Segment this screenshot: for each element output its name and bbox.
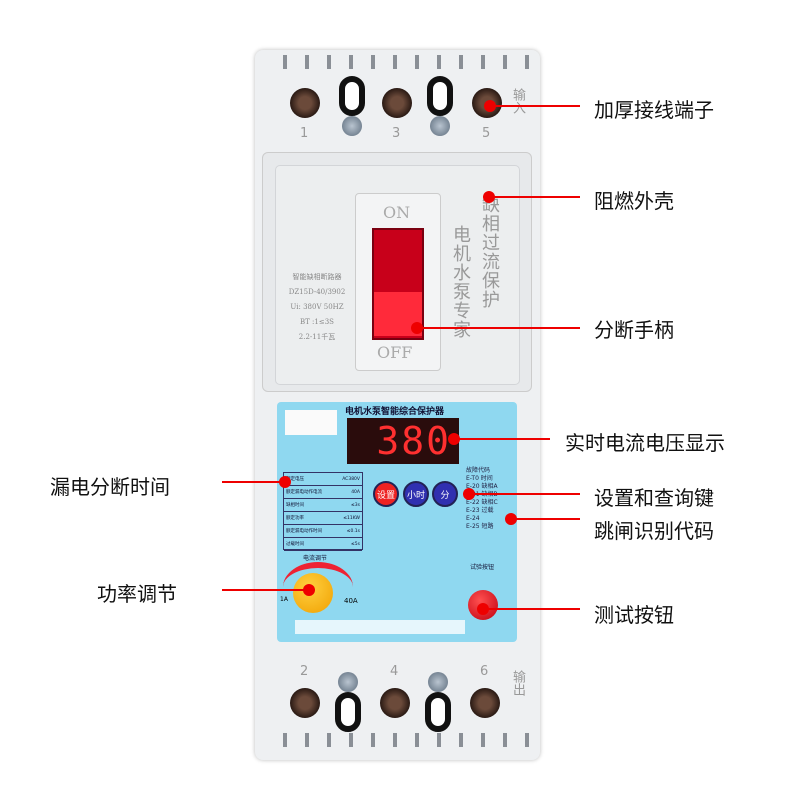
model-line: Ui: 380V 50HZ bbox=[290, 303, 344, 311]
wire-hole bbox=[335, 692, 361, 732]
callout-leak: 漏电分断时间 bbox=[50, 475, 170, 499]
callout-dot bbox=[303, 584, 315, 596]
callout-line bbox=[222, 481, 284, 483]
terminal-label: 5 bbox=[482, 126, 491, 141]
code-item: E-23 过载 bbox=[466, 507, 494, 514]
codes-title: 故障代码 bbox=[466, 467, 491, 474]
spec-key: 过载时间 bbox=[286, 542, 304, 547]
callout-buttons: 设置和查询键 bbox=[594, 486, 714, 510]
screw-icon bbox=[338, 672, 358, 692]
code-item: E-25 短路 bbox=[466, 523, 494, 530]
callout-line bbox=[511, 518, 580, 520]
callout-codes: 跳闸识别代码 bbox=[594, 519, 714, 543]
on-label: ON bbox=[383, 203, 411, 222]
callout-line bbox=[454, 438, 550, 440]
dial-label: 电流调节 bbox=[303, 555, 328, 562]
screw-icon bbox=[428, 672, 448, 692]
terminal-6 bbox=[470, 688, 500, 718]
model-line: 2.2-11千瓦 bbox=[298, 333, 336, 341]
test-label: 试验按钮 bbox=[470, 564, 495, 571]
off-label: OFF bbox=[377, 343, 413, 362]
callout-test: 测试按钮 bbox=[594, 603, 674, 627]
model-line: BT :1≤3S bbox=[300, 318, 334, 326]
spec-value: ≤3s bbox=[351, 502, 360, 508]
callout-line bbox=[490, 105, 580, 107]
minute-button[interactable]: 分 bbox=[432, 481, 458, 507]
terminal-label: 1 bbox=[300, 126, 309, 141]
code-item: E-20 缺相A bbox=[466, 483, 498, 490]
wire-hole bbox=[427, 76, 453, 116]
wire-hole bbox=[339, 76, 365, 116]
callout-display: 实时电流电压显示 bbox=[565, 431, 725, 455]
dial-max: 40A bbox=[344, 597, 358, 605]
spec-key: 额定电压 bbox=[286, 477, 304, 482]
callout-dot bbox=[279, 476, 291, 488]
spec-row: 额定功率 ≤11KW bbox=[284, 512, 362, 525]
callout-handle: 分断手柄 bbox=[594, 318, 674, 342]
blank-label bbox=[285, 410, 337, 435]
set-button[interactable]: 设置 bbox=[373, 481, 399, 507]
dial-scale bbox=[283, 562, 353, 612]
model-line: 智能缺相断路器 bbox=[292, 273, 342, 281]
panel-title: 电机水泵智能综合保护器 bbox=[345, 407, 445, 417]
vertical-text-left: 电机水泵专家 bbox=[450, 225, 471, 339]
spec-key: 额定漏电动作时间 bbox=[286, 529, 322, 534]
spec-table: 额定电压 AC380V 额定漏电动作电流 40A 缺相时间 ≤3s 额定功率 ≤11KW… bbox=[283, 472, 363, 551]
terminal-label: 4 bbox=[390, 664, 399, 679]
wire-hole bbox=[425, 692, 451, 732]
spec-key: 额定漏电动作电流 bbox=[286, 490, 322, 495]
output-label: 输出 bbox=[510, 670, 525, 696]
callout-line bbox=[489, 196, 580, 198]
spec-row: 额定电压 AC380V bbox=[284, 473, 362, 486]
screw-icon bbox=[342, 116, 362, 136]
spec-row: 缺相时间 ≤3s bbox=[284, 499, 362, 512]
callout-shell: 阻燃外壳 bbox=[594, 189, 674, 213]
code-item: E-T0 时间 bbox=[466, 475, 493, 482]
led-display: 380 bbox=[347, 418, 459, 464]
input-label: 输入 bbox=[510, 88, 525, 114]
terminal-3 bbox=[382, 88, 412, 118]
terminal-2 bbox=[290, 688, 320, 718]
dial-min: 1A bbox=[280, 596, 288, 603]
spec-value: AC380V bbox=[342, 476, 360, 482]
callout-line bbox=[222, 589, 308, 591]
blank-strip bbox=[295, 620, 465, 634]
terminal-4 bbox=[380, 688, 410, 718]
spec-value: ≤5s bbox=[351, 541, 360, 547]
callout-line bbox=[469, 493, 580, 495]
terminal-1 bbox=[290, 88, 320, 118]
vertical-text-right: 缺相过流保护 bbox=[479, 195, 500, 309]
terminal-label: 6 bbox=[480, 664, 489, 679]
spec-row: 额定漏电动作时间 ≤0.1s bbox=[284, 525, 362, 538]
spec-row: 额定漏电动作电流 40A bbox=[284, 486, 362, 499]
bottom-vents bbox=[265, 733, 530, 747]
spec-value: 40A bbox=[351, 489, 360, 495]
callout-terminal: 加厚接线端子 bbox=[594, 98, 714, 122]
spec-key: 缺相时间 bbox=[286, 503, 304, 508]
model-line: DZ15D-40/3902 bbox=[288, 288, 346, 296]
model-info: 智能缺相断路器 DZ15D-40/3902 Ui: 380V 50HZ BT :… bbox=[282, 270, 352, 345]
callout-line bbox=[417, 327, 580, 329]
hour-button[interactable]: 小时 bbox=[403, 481, 429, 507]
screw-icon bbox=[430, 116, 450, 136]
callout-line bbox=[483, 608, 580, 610]
callout-power: 功率调节 bbox=[97, 582, 177, 606]
terminal-label: 3 bbox=[392, 126, 401, 141]
spec-value: ≤11KW bbox=[343, 515, 360, 521]
spec-row: 过载时间 ≤5s bbox=[284, 538, 362, 551]
spec-key: 额定功率 bbox=[286, 516, 304, 521]
spec-value: ≤0.1s bbox=[346, 528, 360, 534]
code-item: E-22 缺相C bbox=[466, 499, 498, 506]
code-item: E-24 bbox=[466, 515, 480, 522]
top-vents bbox=[265, 55, 530, 69]
terminal-label: 2 bbox=[300, 664, 309, 679]
